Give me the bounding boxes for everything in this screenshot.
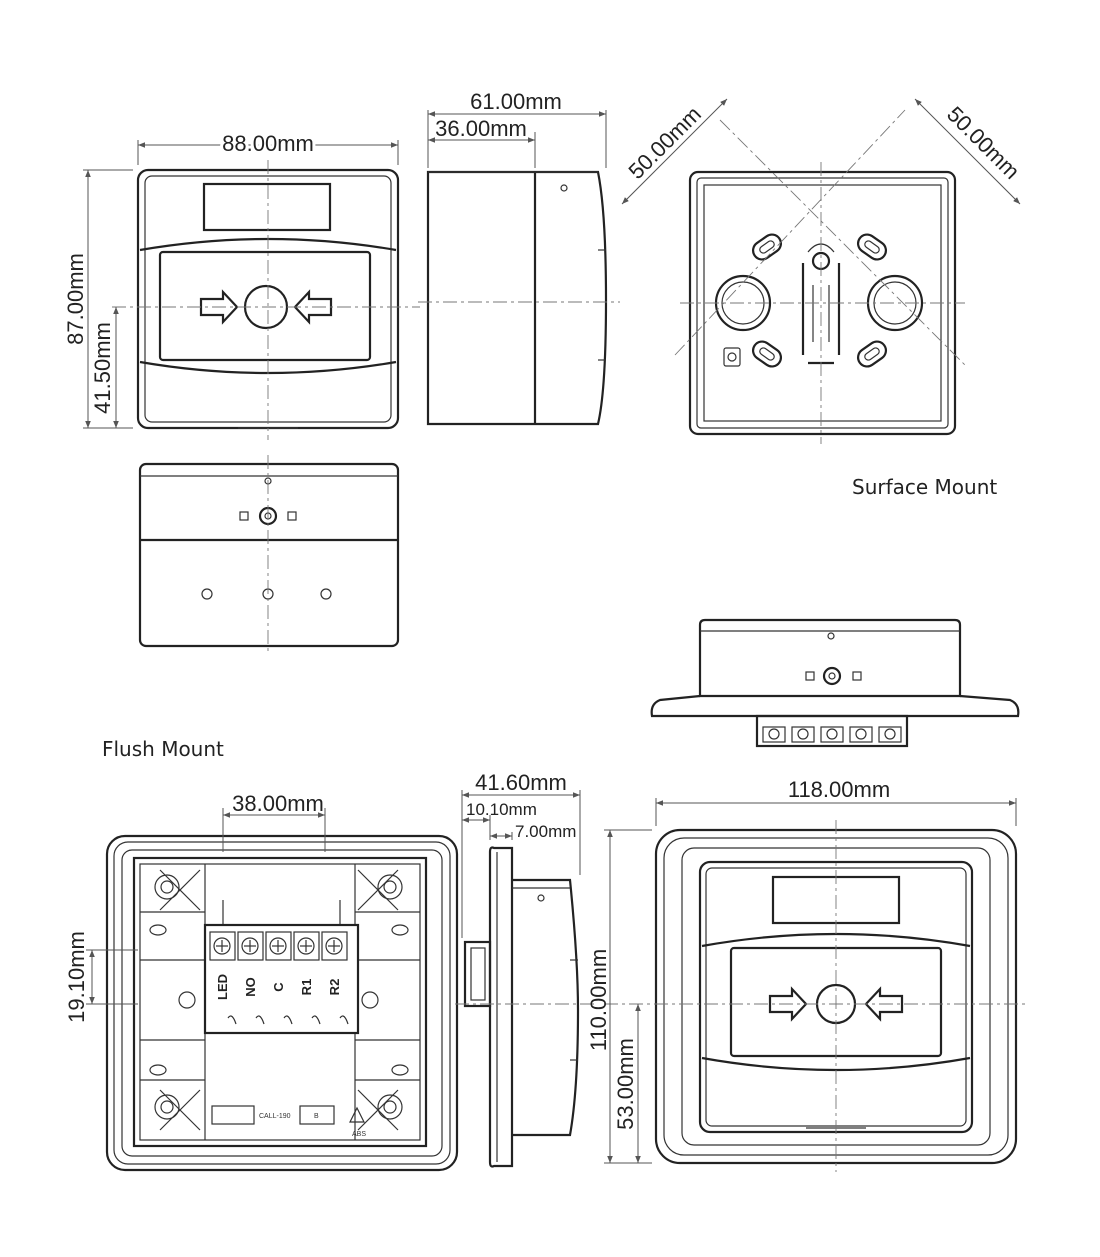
flush-front-height-label: 110.00mm: [586, 949, 611, 1051]
flush-front-view: [604, 820, 1026, 1172]
surface-front-view: [112, 160, 420, 440]
surface-side-view: [418, 170, 620, 426]
flush-side-view: [455, 846, 595, 1168]
marking-model: CALL-190: [259, 1113, 291, 1120]
flush-terminal-height-label: 19.10mm: [64, 931, 89, 1023]
surface-profile-view: [650, 618, 1020, 748]
flush-depth-flange-label: 10.10mm: [466, 800, 537, 819]
terminal-r2: R2: [327, 979, 342, 996]
flush-front-center-height-label: 53.00mm: [613, 1038, 638, 1130]
back-diag-left-label: 50.00mm: [623, 101, 706, 184]
side-depth-total-label: 61.00mm: [470, 89, 562, 114]
surface-back-view: [674, 109, 966, 444]
surface-mount-label: Surface Mount: [852, 475, 997, 499]
terminal-r1: R1: [299, 979, 314, 996]
flush-depth-plate-label: 7.00mm: [515, 822, 576, 841]
terminal-led: LED: [215, 974, 230, 1000]
flush-side-dimensions: 41.60mm 10.10mm 7.00mm: [461, 770, 581, 938]
flush-front-width-label: 118.00mm: [788, 777, 890, 802]
side-depth-body-label: 36.00mm: [435, 116, 527, 141]
flush-terminal-width-label: 38.00mm: [232, 791, 324, 816]
front-dimensions: 88.00mm 87.00mm 41.50mm: [63, 128, 399, 429]
front-width-label: 88.00mm: [222, 131, 314, 156]
back-diag-right-label: 50.00mm: [942, 101, 1025, 184]
flush-front-dimensions: 118.00mm 110.00mm 53.00mm: [586, 777, 1017, 1164]
front-height-label: 87.00mm: [63, 253, 88, 345]
marking-letter: B: [314, 1113, 319, 1120]
flush-back-view: LED NO C R1 R2 CALL-190 B ABS: [105, 834, 459, 1172]
flush-depth-total-label: 41.60mm: [475, 770, 567, 795]
surface-bottom-view: [138, 455, 400, 655]
terminal-c: C: [271, 982, 286, 992]
flush-mount-label: Flush Mount: [102, 737, 224, 761]
side-dimensions: 61.00mm 36.00mm: [427, 89, 607, 168]
front-center-height-label: 41.50mm: [90, 322, 115, 414]
back-dimensions: 50.00mm 50.00mm: [621, 98, 1025, 205]
marking-material: ABS: [352, 1131, 366, 1138]
terminal-no: NO: [243, 977, 258, 997]
flush-back-dimensions: 38.00mm 19.10mm: [64, 791, 326, 1023]
